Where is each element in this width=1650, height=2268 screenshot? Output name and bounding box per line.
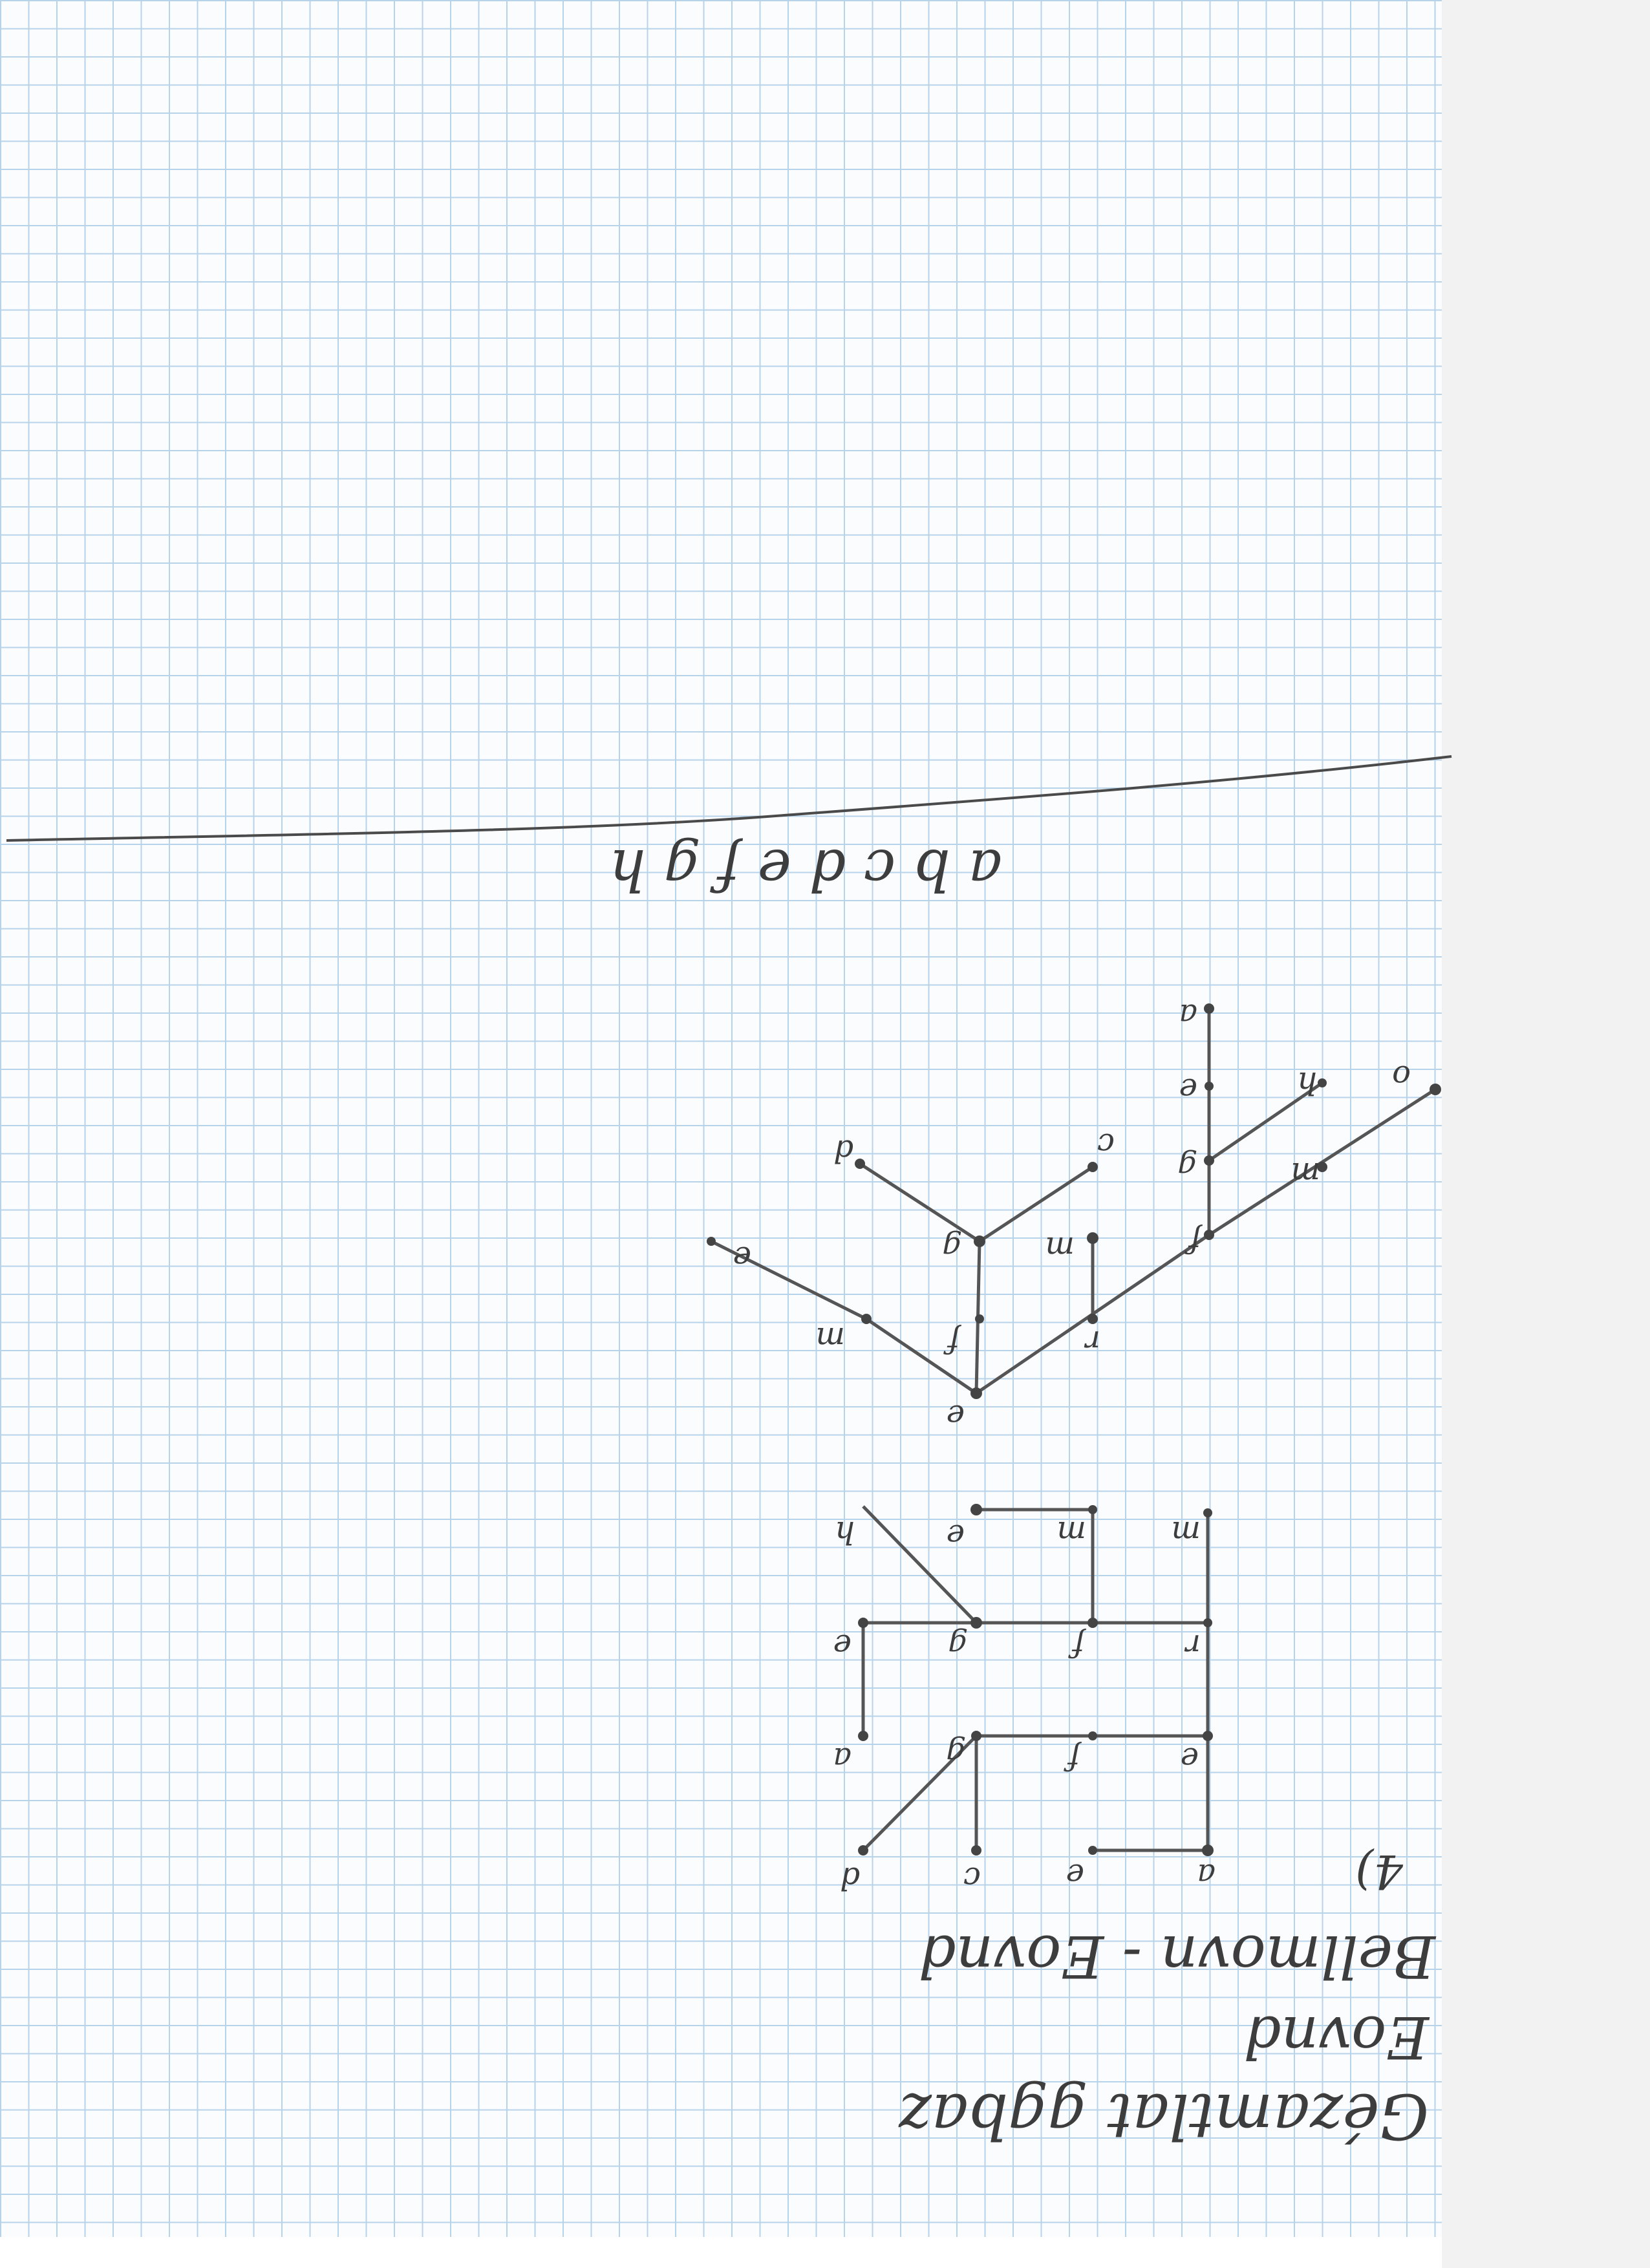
node-label: e <box>733 1239 751 1276</box>
node-label: e <box>947 1398 965 1434</box>
grid-graph-labels: a e c d e f g a r f g e m m e h <box>833 1514 1216 1896</box>
node-label: e <box>1179 1071 1197 1107</box>
node-label: m <box>1291 1155 1320 1192</box>
node-label: m <box>1056 1514 1086 1550</box>
exercise-number: 4) <box>1355 1845 1404 1899</box>
node-label: g <box>946 1735 966 1771</box>
bottom-labels: a b c d e f g h <box>609 837 1002 903</box>
node-label: a <box>1179 997 1197 1033</box>
node-label: e <box>947 1517 965 1554</box>
node-label: m <box>815 1320 845 1356</box>
node-label: c <box>1097 1126 1115 1162</box>
node-label: f <box>1068 1627 1086 1664</box>
node-label: g <box>948 1627 968 1664</box>
node-label: g <box>942 1230 962 1266</box>
separator-line <box>6 755 1452 842</box>
node-label: d <box>840 1860 860 1896</box>
node-label: r <box>1184 1627 1201 1664</box>
node-label: e <box>1066 1857 1084 1893</box>
graph-paper <box>0 0 1442 2237</box>
node-label: c <box>963 1860 981 1896</box>
grid-graph <box>861 1505 1210 1852</box>
node-label: a <box>1197 1857 1216 1893</box>
note-subtitle: Eovnd <box>1244 2003 1430 2071</box>
grid-graph-nodes <box>858 1504 1214 1856</box>
node-label: o <box>1392 1058 1411 1095</box>
note-method: Bellmovn - Eovnd <box>919 1922 1437 1990</box>
node-label: m <box>1045 1230 1075 1266</box>
node-label: e <box>1181 1740 1199 1777</box>
node-label: h <box>1297 1065 1317 1101</box>
node-label: f <box>943 1323 961 1360</box>
node-label: f <box>1184 1223 1203 1259</box>
node-label: d <box>833 1133 853 1169</box>
tree-graph-nodes <box>707 1003 1441 1399</box>
scanner-background <box>1442 0 1650 2268</box>
label-row: a b c d e f g h <box>609 837 1002 903</box>
node-label: f <box>1064 1740 1082 1777</box>
node-label: g <box>1177 1149 1197 1185</box>
tree-graph-labels: e f g d c m r m e f g e a m h o <box>733 997 1411 1434</box>
node-label: a <box>833 1740 852 1777</box>
node-label: r <box>1084 1323 1100 1360</box>
note-title: Gézamtlat ggbaz <box>897 2080 1429 2152</box>
node-label: e <box>833 1627 852 1664</box>
node-label: h <box>835 1514 855 1550</box>
title-block: Gézamtlat ggbaz Eovnd Bellmovn - Eovnd 4… <box>897 1845 1437 2152</box>
node-label: m <box>1171 1514 1201 1550</box>
